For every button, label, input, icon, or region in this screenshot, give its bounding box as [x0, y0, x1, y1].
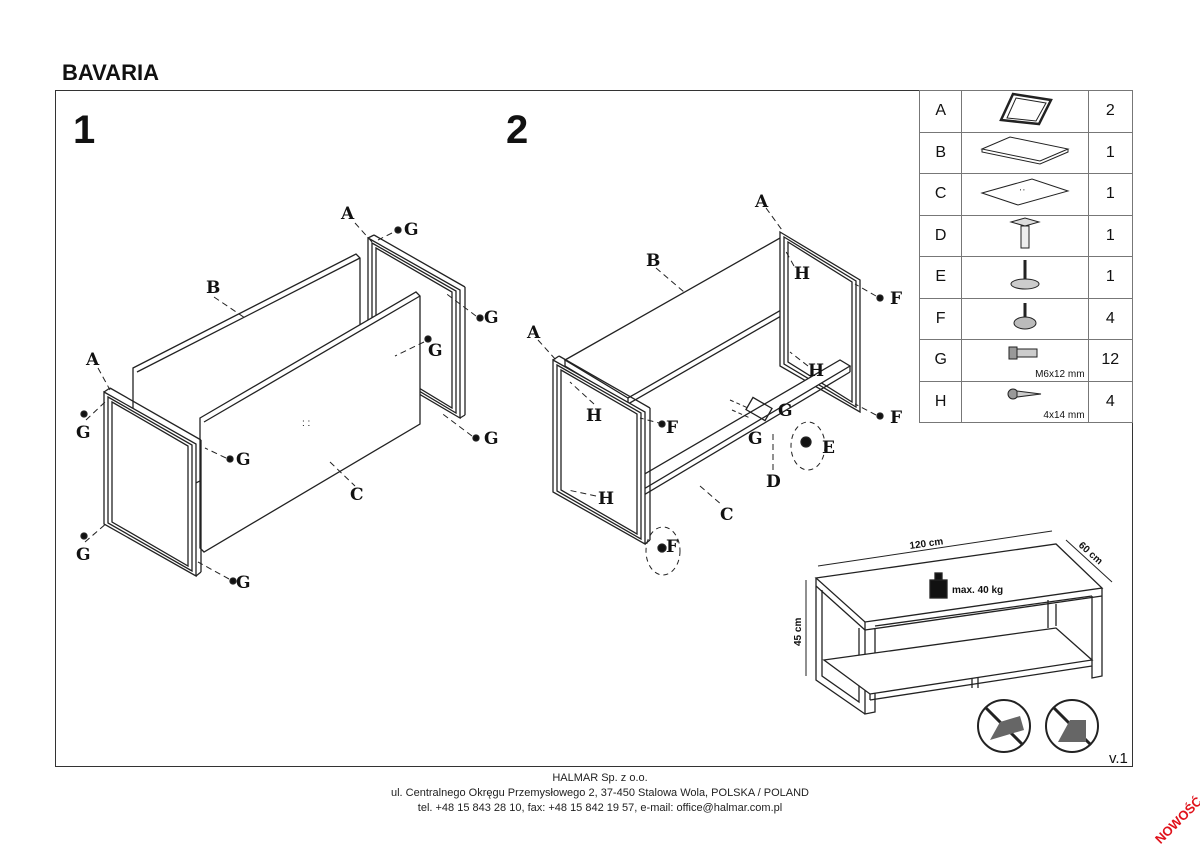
part-qty: 2 [1087, 90, 1134, 133]
parts-row: F 4 [918, 297, 1134, 340]
label-g-step2: G [778, 401, 793, 421]
label-b-step1: B [206, 278, 220, 298]
max-load-label: max. 40 kg [952, 585, 1003, 596]
label-a2-step1: A [85, 350, 100, 370]
footer-contact: tel. +48 15 843 28 10, fax: +48 15 842 1… [417, 802, 783, 814]
label-h-step2: H [586, 406, 602, 426]
bolt-icon: M6x12 mm [961, 339, 1089, 382]
footer-address: ul. Centralnego Okręgu Przemysłowego 2, … [390, 787, 809, 799]
wood-screw-icon: 4x14 mm [961, 380, 1089, 423]
bracket-icon [961, 214, 1089, 257]
parts-row: C ' ' 1 [918, 173, 1134, 216]
label-g-step1: G [236, 573, 251, 593]
warning-icons [977, 699, 1099, 753]
part-label: A [918, 90, 963, 133]
part-label: D [918, 214, 963, 257]
part-label: B [918, 131, 963, 174]
label-g-step2: G [748, 429, 763, 449]
part-qty: 12 [1087, 339, 1134, 382]
parts-row: E 1 [918, 256, 1134, 299]
version-label: v.1 [1109, 750, 1128, 767]
label-f-step2: F [890, 289, 902, 309]
parts-row: D 1 [918, 214, 1134, 257]
part-label: G [918, 339, 963, 382]
part-qty: 1 [1087, 214, 1134, 257]
leveling-foot-icon [961, 256, 1089, 299]
label-f-step2: F [666, 537, 678, 557]
label-g-step1: G [484, 308, 499, 328]
dimension-width: 120 cm [909, 536, 944, 552]
top-panel-icon [961, 131, 1089, 174]
part-size: M6x12 mm [1035, 368, 1085, 380]
parts-row: B 1 [918, 131, 1134, 174]
label-f-step2: F [890, 408, 902, 428]
svg-text:' ': ' ' [1020, 189, 1025, 196]
label-g-step1: G [236, 450, 251, 470]
part-label: E [918, 256, 963, 299]
svg-text:: :: : : [302, 418, 310, 429]
part-qty: 1 [1087, 131, 1134, 174]
part-label: F [918, 297, 963, 340]
label-g-step1: G [428, 341, 443, 361]
dimension-height: 45 cm [793, 618, 804, 646]
label-g-step1: G [76, 423, 91, 443]
step2-drawing [537, 207, 884, 576]
parts-table: A 2 B 1 C ' ' 1 D 1 E 1 F [918, 90, 1134, 423]
label-h-step2: H [598, 489, 614, 509]
label-a-step1: A [340, 204, 355, 224]
instruction-frame [55, 90, 1133, 767]
part-qty: 4 [1087, 297, 1134, 340]
step1-drawing: : : [80, 222, 484, 585]
frame-icon [961, 90, 1089, 133]
label-e-step2: E [822, 438, 835, 458]
label-g-step1: G [76, 545, 91, 565]
label-g-step1: G [404, 220, 419, 240]
step1-left-frame [103, 387, 202, 578]
part-label: H [918, 380, 963, 423]
label-a-step2: A [526, 323, 541, 343]
parts-row: G M6x12 mm 12 [918, 339, 1134, 382]
step-1-number: 1 [73, 108, 96, 152]
label-f-step2: F [666, 418, 678, 438]
label-h-step2: H [808, 361, 824, 381]
step-2-number: 2 [506, 108, 529, 152]
label-c-step2: C [720, 505, 734, 525]
label-b-step2: B [646, 251, 660, 271]
label-a-step2: A [754, 192, 769, 212]
label-g-step1: G [484, 429, 499, 449]
part-qty: 1 [1087, 256, 1134, 299]
part-qty: 4 [1087, 380, 1134, 423]
label-d-step2: D [766, 472, 781, 492]
label-c-step1: C [350, 485, 364, 505]
footer-company: HALMAR Sp. z o.o. [552, 772, 648, 784]
glide-foot-icon [961, 297, 1089, 340]
part-qty: 1 [1087, 173, 1134, 216]
part-size: 4x14 mm [1043, 410, 1085, 421]
parts-row: A 2 [918, 90, 1134, 133]
label-h-step2: H [794, 264, 810, 284]
parts-row: H 4x14 mm 4 [918, 380, 1134, 423]
dimension-drawing [805, 530, 1113, 715]
part-label: C [918, 173, 963, 216]
document-title: BAVARIA [62, 60, 159, 85]
shelf-panel-icon: ' ' [961, 173, 1089, 216]
